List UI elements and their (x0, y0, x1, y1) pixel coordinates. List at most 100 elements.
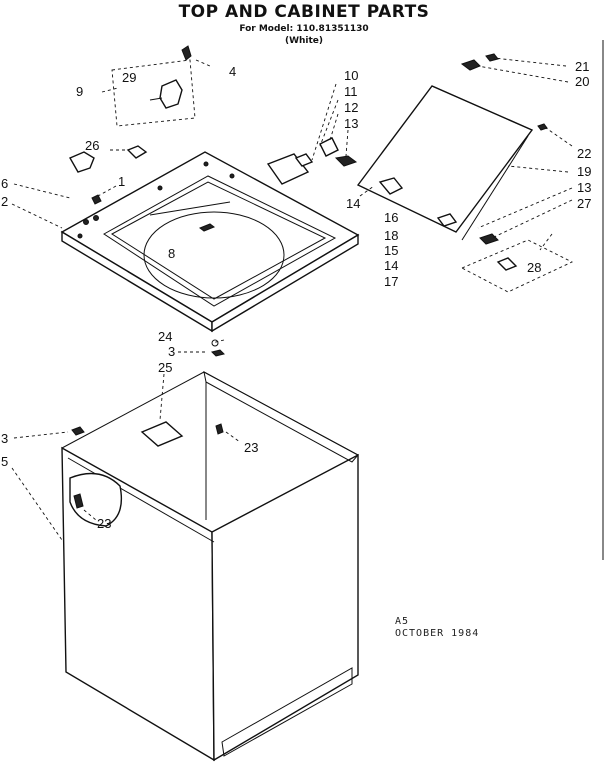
top-hole (93, 215, 99, 221)
callout-labels: 29 4 9 26 1 6 2 8 10 11 12 13 14 16 18 1… (1, 59, 591, 531)
leader-2 (11, 203, 63, 229)
part-23-cutaway (69, 472, 123, 527)
callout-8: 8 (168, 246, 175, 261)
part-20-bumper (460, 59, 481, 71)
callout-9: 9 (76, 84, 83, 99)
leader-9 (101, 87, 119, 93)
part-28-box (460, 239, 574, 293)
callout-11: 11 (344, 84, 358, 99)
top-hole (77, 233, 83, 239)
leader-20 (477, 65, 569, 83)
callout-12: 12 (344, 100, 358, 115)
part-29-wire (149, 97, 163, 101)
top-opening-frame (103, 175, 337, 307)
stamp-code: A5 (395, 616, 410, 627)
lid-back-edge (431, 85, 533, 131)
leader-5 (11, 467, 63, 541)
callout-27: 27 (577, 196, 591, 211)
top-hole (203, 161, 209, 167)
part-26b-clip (126, 145, 148, 159)
diagram-title: TOP AND CABINET PARTS (178, 2, 430, 22)
callout-6: 6 (1, 176, 8, 191)
callout-17: 17 (384, 274, 398, 289)
part-25-bracket (140, 421, 184, 447)
part-29-switch (159, 79, 183, 109)
part-15-hinge (436, 213, 458, 227)
washer-lid (356, 53, 548, 245)
tub-opening (143, 211, 285, 299)
part-8-clip (198, 223, 216, 232)
cabinet-kick-plate (221, 667, 353, 757)
washer-top-side-edge (211, 233, 359, 333)
callout-28: 28 (527, 260, 541, 275)
part-12-hinge (319, 137, 339, 157)
callout-23: 23 (244, 440, 258, 455)
part-11-hinge (294, 153, 314, 167)
leader-14 (359, 185, 375, 197)
leader-24 (211, 339, 225, 344)
hinge-parts (266, 137, 358, 185)
callout-2: 2 (1, 194, 8, 209)
leader-1 (97, 185, 117, 197)
washer-top-assembly (60, 151, 360, 333)
part-29-box (111, 59, 196, 127)
leader-21 (493, 57, 567, 67)
color-note: (White) (284, 36, 324, 46)
callout-26: 26 (85, 138, 99, 153)
part-19-lid-edge (461, 135, 529, 241)
leader-3b (13, 431, 69, 439)
part-27-screw (479, 233, 499, 245)
leader-23b (83, 509, 97, 521)
callout-5: 5 (1, 454, 8, 469)
part-28-clip (496, 257, 518, 271)
part-16-latch (378, 177, 404, 195)
part-23-screw-front (73, 493, 84, 509)
callout-13b: 13 (577, 180, 591, 195)
top-hole (83, 219, 89, 225)
callout-22: 22 (577, 146, 591, 161)
callout-16: 16 (384, 210, 398, 225)
top-hole (157, 185, 163, 191)
leader-13 (345, 129, 349, 157)
callout-3b: 3 (1, 431, 8, 446)
top-flange-line (149, 201, 231, 216)
part-3-screw (211, 349, 225, 357)
callout-19: 19 (577, 164, 591, 179)
stamp-date: OCTOBER 1984 (395, 628, 480, 639)
leader-6 (13, 183, 71, 199)
leader-13b (477, 187, 573, 229)
callout-24: 24 (158, 329, 172, 344)
part-29-group (111, 45, 196, 127)
callout-23b: 23 (97, 516, 111, 531)
model-number: For Model: 110.81351130 (239, 24, 369, 34)
callout-4: 4 (229, 64, 236, 79)
cabinet-front-lip (67, 457, 215, 543)
callout-3: 3 (168, 344, 175, 359)
callout-15: 15 (384, 243, 398, 258)
callout-10: 10 (344, 68, 358, 83)
callout-29: 29 (122, 70, 136, 85)
leader-22 (545, 127, 573, 147)
leader-19 (507, 165, 569, 173)
callout-14b: 14 (384, 258, 398, 273)
part-1-screw (91, 194, 102, 205)
callout-25: 25 (158, 360, 172, 375)
leader-11 (319, 99, 339, 147)
part-28-group (460, 239, 574, 293)
callout-1: 1 (118, 174, 125, 189)
part-26-bracket (69, 151, 95, 173)
leader-lines (11, 57, 573, 541)
part-3b-screw (71, 426, 85, 436)
cabinet-side-panel (211, 453, 359, 762)
callout-21: 21 (575, 59, 589, 74)
part-24-washer (211, 339, 219, 347)
callout-14: 14 (346, 196, 360, 211)
part-4-screw (181, 45, 192, 61)
leader-28 (539, 233, 553, 251)
part-22-pad (537, 123, 548, 131)
part-13-screw (334, 155, 358, 167)
part-23-screw-back (215, 423, 224, 435)
leader-23 (225, 431, 241, 443)
